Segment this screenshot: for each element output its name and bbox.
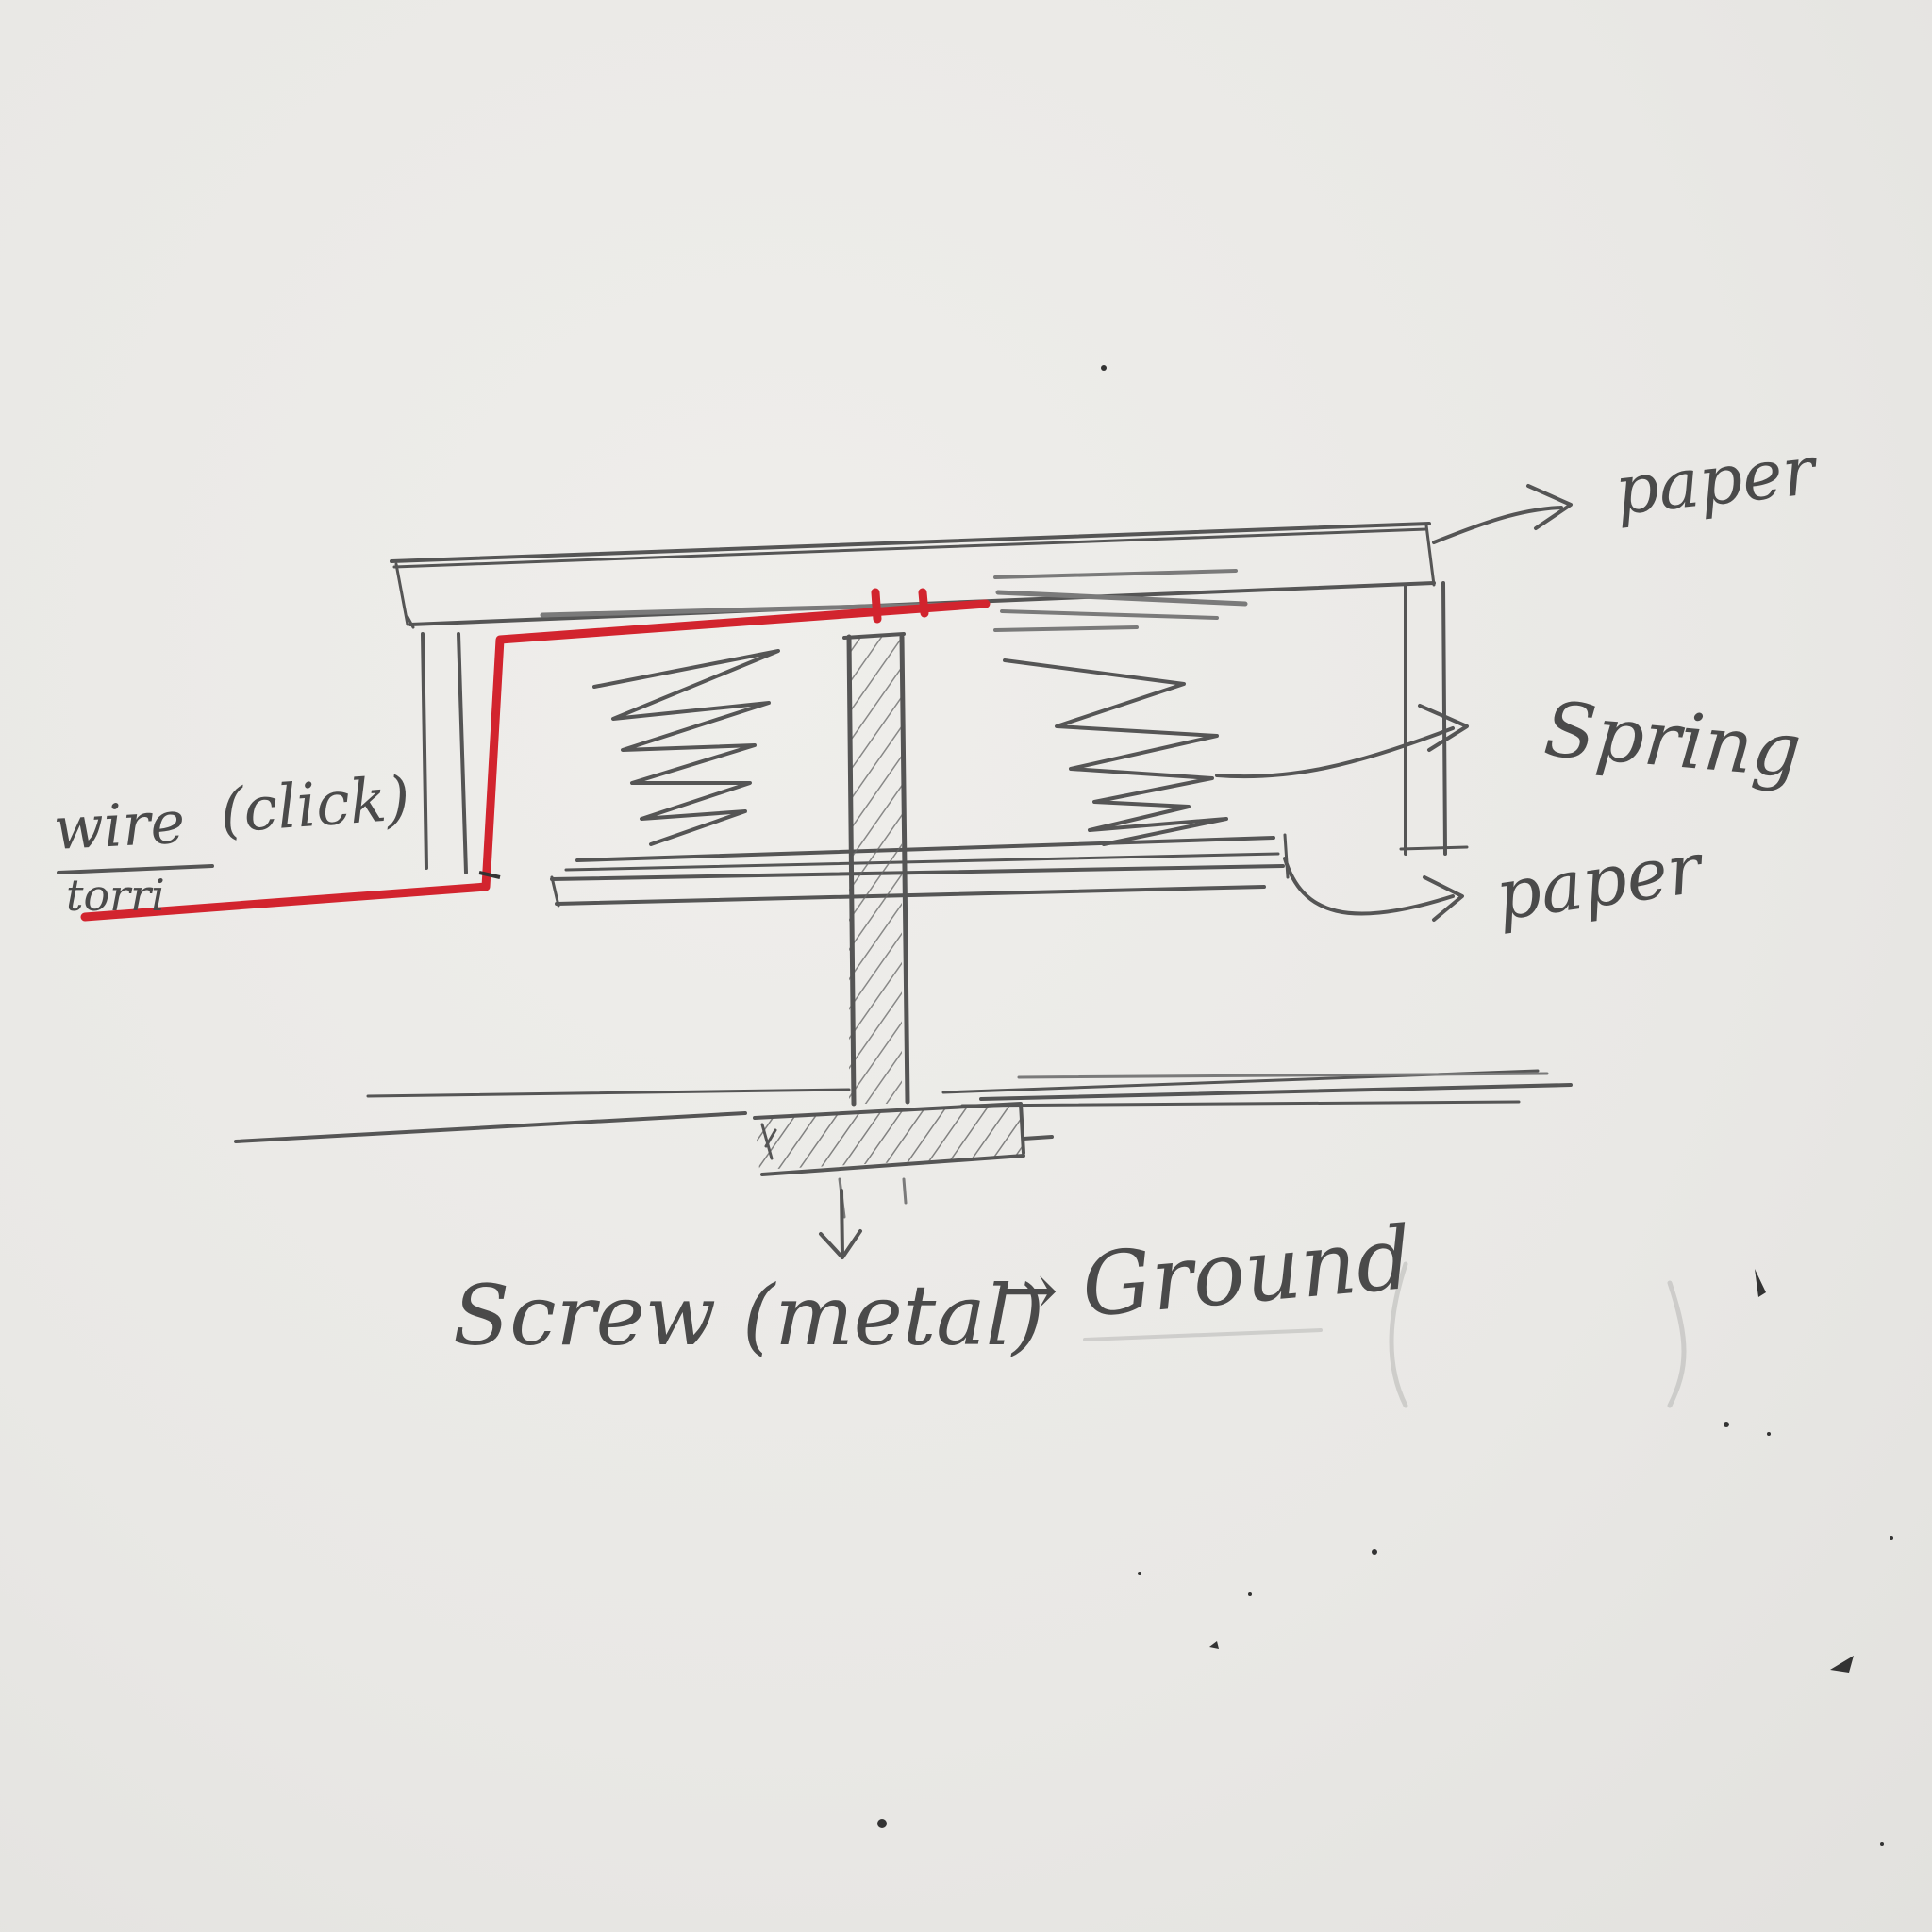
show-through-marks (1083, 1261, 1687, 1408)
arrow-glyph: → (995, 1246, 1058, 1334)
base-plate (234, 1069, 1573, 1143)
paper-top-arrow (1432, 484, 1573, 544)
red-wire (80, 588, 991, 922)
pencil-specks (877, 365, 1893, 1846)
screw-head (753, 1102, 1054, 1219)
right-spring (1003, 658, 1228, 846)
central-post (842, 632, 910, 1107)
paper-bottom-arrow (1283, 857, 1464, 922)
wire-struck-label: torri (66, 870, 165, 921)
left-post (406, 615, 468, 874)
paper-top-label: paper (1611, 430, 1822, 530)
wire-label: wire (52, 788, 187, 863)
upper-band-shading (540, 569, 1248, 632)
strike-through-line (57, 864, 214, 874)
right-post (1399, 581, 1469, 856)
ground-label: Ground (1078, 1208, 1416, 1337)
screw-down-arrow (819, 1189, 862, 1259)
paper-bottom-label: paper (1491, 827, 1710, 937)
left-spring (592, 649, 780, 846)
spring-label: Spring (1541, 685, 1805, 794)
spring-arrow (1215, 704, 1469, 779)
screw-label: Screw (metal) (453, 1267, 1044, 1364)
bottom-paper-plate (550, 833, 1290, 908)
click-label: (click) (218, 764, 412, 847)
